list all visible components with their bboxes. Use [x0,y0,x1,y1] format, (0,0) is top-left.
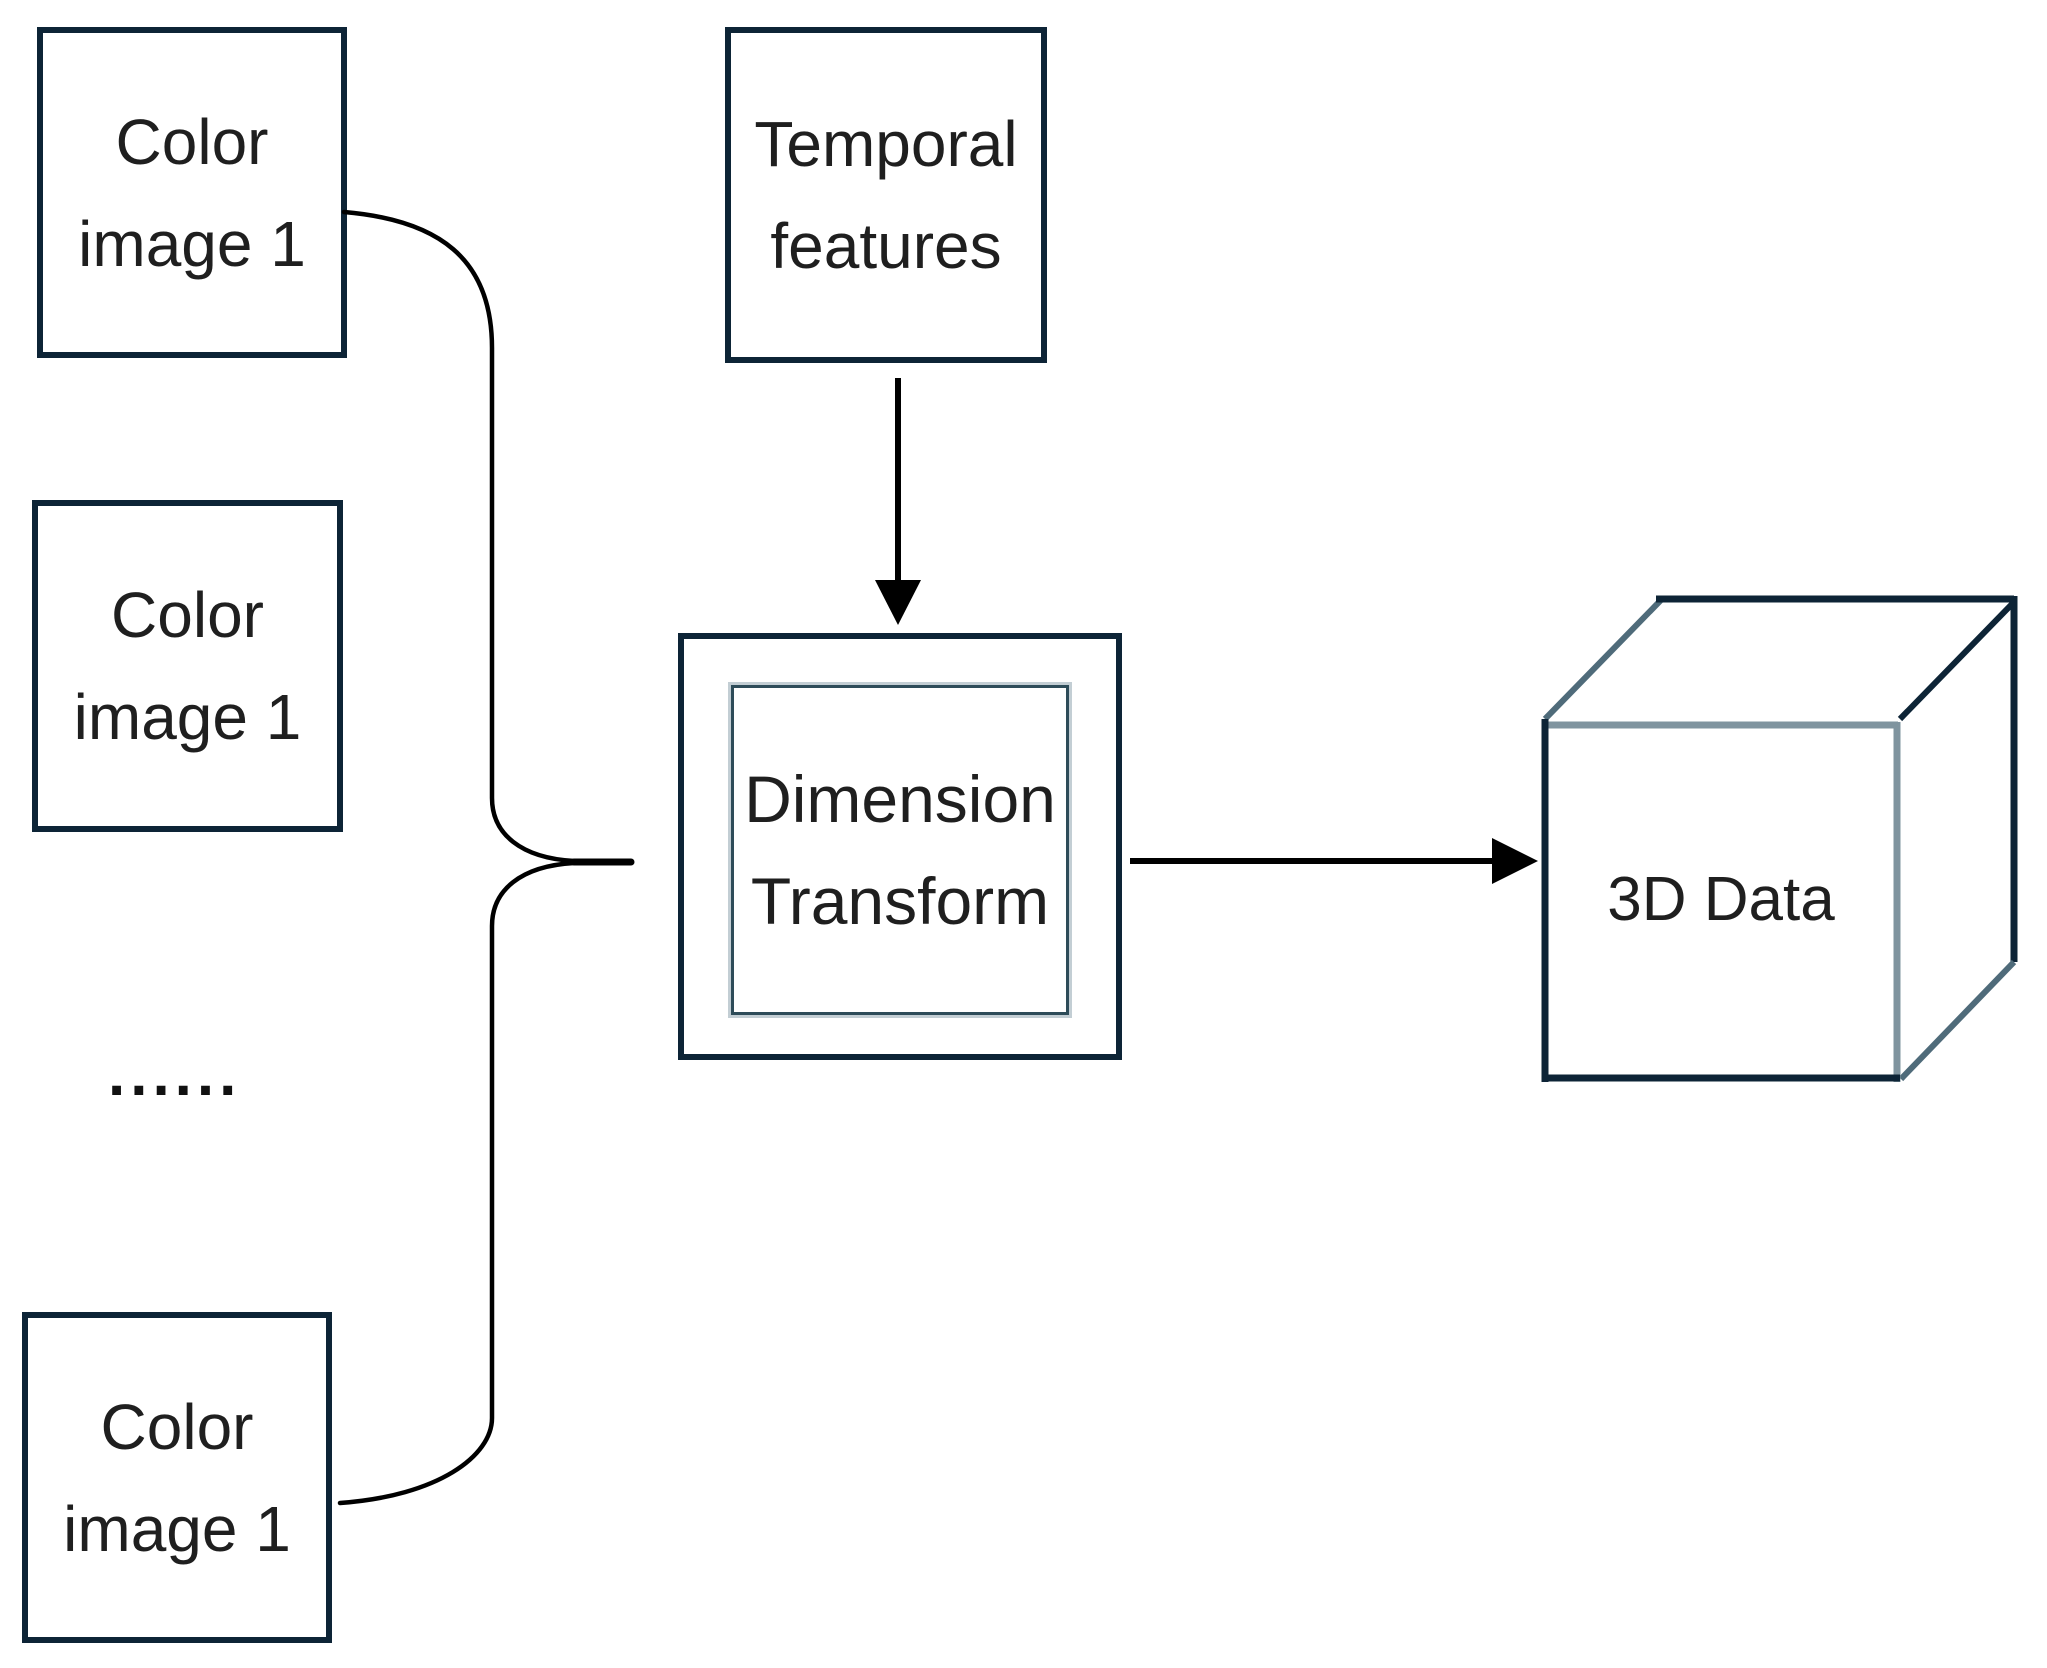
cube-bottom-right-diagonal-edge [1898,959,2017,1082]
ellipsis-dots: ...... [108,1040,242,1109]
dimension-transform-box: Dimension Transform [678,633,1122,1060]
dimension-transform-inner-frame: Dimension Transform [728,682,1072,1018]
color-image-box-2: Color image 1 [32,500,343,832]
color-image-box-3: Color image 1 [22,1312,332,1643]
arrow-right-head-icon [1492,838,1538,884]
color-image-box-1-line1: Color [115,105,269,178]
arrow-down-head-icon [875,580,921,625]
color-image-box-3-line2: image 1 [63,1492,291,1565]
color-image-box-1-line2: image 1 [78,207,306,280]
temporal-features-line2: features [770,210,1002,282]
cube-top-right-diagonal-edge [1897,599,2017,722]
cube-label: 3D Data [1607,865,1835,934]
temporal-features-box: Temporal features [725,27,1047,363]
transform-to-cube-arrow [1130,838,1538,884]
color-image-box-2-line2: image 1 [73,681,302,753]
inputs-brace [337,209,635,1506]
dimension-transform-line1: Dimension [744,762,1056,836]
temporal-features-line1: Temporal [754,108,1018,180]
dimension-transform-line2: Transform [750,864,1050,938]
color-image-box-1: Color image 1 [37,27,347,358]
color-image-box-2-line1: Color [111,579,264,651]
cube-3d-data [1541,595,2018,1082]
temporal-to-transform-arrow [875,378,921,625]
color-image-box-3-line1: Color [100,1390,254,1463]
cube-top-left-diagonal-edge [1542,596,1665,722]
